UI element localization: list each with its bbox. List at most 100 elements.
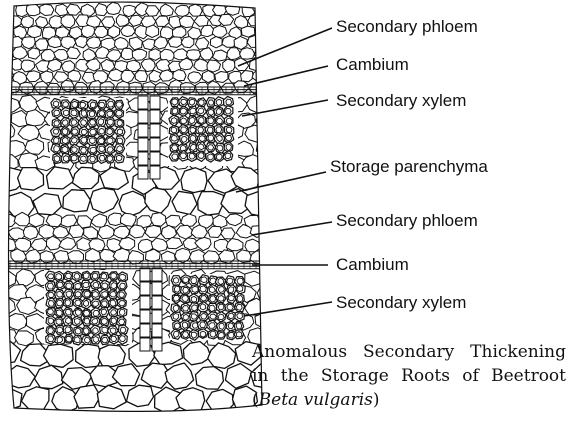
- xylem-vessel-inner: [80, 119, 88, 127]
- xylem-vessel-inner: [227, 332, 235, 339]
- xylem-vessel-inner: [188, 153, 196, 160]
- storage-parenchyma-cell: [8, 167, 25, 193]
- xylem-vessel-inner: [70, 136, 78, 144]
- phloem-cell: [35, 16, 49, 29]
- phloem-cell: [105, 2, 122, 15]
- xylem-vessel-inner: [107, 118, 114, 126]
- xylem-vessel-inner: [64, 272, 73, 280]
- root-cross-section: [8, 2, 263, 412]
- phloem-cell: [47, 36, 62, 49]
- leader-lines: [235, 27, 333, 317]
- xylem-parenchyma-cell: [8, 296, 16, 315]
- ray-cell: [137, 123, 149, 138]
- xylem-vessel-inner: [174, 322, 181, 330]
- leader-secondary-phloem-1: [237, 27, 333, 67]
- xylem-vessel-inner: [70, 154, 78, 162]
- phloem-cell: [30, 237, 49, 252]
- xylem-vessel-inner: [47, 291, 55, 298]
- xylem-vessel-inner: [224, 134, 233, 142]
- xylem-vessel-inner: [199, 285, 207, 293]
- ray-cell: [139, 295, 151, 310]
- xylem-vessel-inner: [61, 119, 69, 126]
- phloem-cell: [97, 224, 116, 240]
- phloem-cell: [46, 58, 63, 72]
- tissue-outline: [7, 1, 263, 412]
- xylem-vessel-inner: [226, 277, 234, 285]
- xylem-vessel-inner: [56, 309, 63, 317]
- ray-cell: [149, 109, 161, 124]
- xylem-vessel-inner: [180, 117, 188, 125]
- storage-parenchyma-cell: [175, 387, 206, 412]
- xylem-vessel-inner: [207, 153, 214, 161]
- phloem-cell: [246, 34, 263, 48]
- xylem-vessel-inner: [182, 276, 189, 284]
- phloem-cell: [26, 25, 43, 39]
- storage-parenchyma-cell: [8, 364, 36, 389]
- xylem-parenchyma-cell: [24, 109, 47, 127]
- xylem-vessel-inner: [227, 295, 235, 302]
- xylem-vessel-inner: [182, 313, 189, 321]
- phloem-cell: [212, 214, 228, 229]
- xylem-vessel-inner: [170, 117, 178, 124]
- xylem-vessel-inner: [209, 295, 217, 303]
- xylem-vessel-inner: [171, 153, 179, 161]
- label-secondary-phloem-2: Secondary phloem: [336, 211, 478, 230]
- xylem-vessel-inner: [55, 272, 63, 281]
- xylem-vessel-inner: [74, 309, 82, 316]
- xylem-vessel-inner: [170, 134, 178, 142]
- phloem-cell: [165, 237, 184, 250]
- xylem-vessel-inner: [215, 134, 223, 143]
- xylem-vessel-inner: [65, 316, 72, 325]
- xylem-vessel-inner: [71, 100, 79, 109]
- storage-parenchyma-cell: [96, 384, 127, 410]
- xylem-vessel-inner: [200, 294, 208, 302]
- xylem-vessel-inner: [216, 144, 224, 152]
- phloem-cell: [60, 36, 77, 50]
- xylem-vessel-inner: [116, 128, 124, 136]
- xylem-vessel-inner: [172, 294, 181, 302]
- xylem-vessel-inner: [180, 126, 188, 134]
- xylem-vessel-inner: [70, 119, 78, 126]
- xylem-parenchyma-cell: [14, 330, 34, 347]
- xylem-vessel-inner: [236, 295, 244, 303]
- storage-parenchyma-cell: [19, 343, 50, 367]
- ray-cell: [151, 281, 163, 296]
- ray-cell: [149, 151, 161, 166]
- storage-parenchyma-cell: [45, 166, 75, 190]
- xylem-vessel-inner: [65, 290, 73, 298]
- xylem-vessel-inner: [64, 326, 72, 334]
- storage-parenchyma-cell: [234, 340, 262, 366]
- xylem-vessel-inner: [79, 101, 87, 109]
- ray-cell: [149, 137, 161, 152]
- phloem-cell: [129, 36, 143, 51]
- phloem-cell: [58, 237, 77, 250]
- xylem-vessel-inner: [110, 317, 117, 325]
- phloem-cell: [20, 15, 34, 29]
- xylem-vessel-inner: [64, 299, 72, 307]
- xylem-vessel-inner: [209, 313, 217, 320]
- xylem-vessel-inner: [97, 118, 104, 126]
- phloem-cell: [240, 25, 256, 38]
- xylem-vessel-inner: [53, 136, 60, 144]
- xylem-vessel-inner: [227, 322, 234, 330]
- phloem-cell: [188, 3, 203, 17]
- xylem-vessel-inner: [215, 126, 223, 134]
- xylem-vessel-inner: [206, 126, 214, 134]
- xylem-parenchyma-cell: [8, 123, 16, 140]
- xylem-vessel-inner: [235, 303, 243, 311]
- phloem-cell: [194, 36, 210, 50]
- xylem-vessel-inner: [116, 119, 123, 127]
- phloem-cell: [20, 59, 36, 73]
- phloem-cell: [249, 250, 263, 265]
- storage-parenchyma-cell: [32, 192, 63, 216]
- xylem-vessel-inner: [199, 330, 207, 338]
- xylem-vessel-inner: [62, 155, 70, 163]
- xylem-parenchyma-cell: [24, 138, 45, 155]
- phloem-cell: [60, 214, 78, 228]
- xylem-vessel-inner: [217, 331, 225, 339]
- phloem-cell: [20, 36, 36, 50]
- xylem-vessel-inner: [98, 145, 106, 153]
- phloem-cell: [85, 58, 101, 72]
- phloem-cell: [153, 36, 169, 50]
- phloem-cell: [115, 13, 130, 27]
